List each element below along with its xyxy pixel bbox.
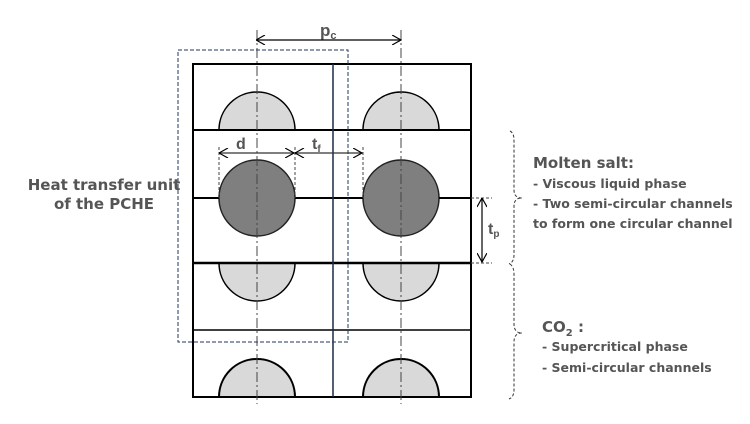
tf-label: tf [312, 136, 321, 155]
tp-label: tp [488, 221, 499, 240]
heat-transfer-unit-box [177, 49, 349, 343]
co2-channel-bottom-row [217, 358, 441, 398]
unit-label-line1: Heat transfer unit [28, 176, 181, 194]
co2-brace [508, 263, 523, 400]
co2-channel-top-row [218, 91, 440, 131]
co2-channel-middle-row [218, 262, 440, 302]
pc-label: pc [320, 21, 337, 42]
co2-line-1: - Supercritical phase [542, 339, 688, 354]
molten-salt-line-1: - Viscous liquid phase [533, 176, 687, 191]
co2-title: CO2 : [542, 318, 584, 339]
molten-salt-title: Molten salt: [533, 154, 634, 172]
d-label: d [236, 136, 246, 153]
molten-salt-brace [508, 130, 523, 265]
co2-line-2: - Semi-circular channels [542, 360, 712, 375]
unit-label-line2: of the PCHE [54, 195, 154, 213]
molten-salt-line-3: to form one circular channel [533, 216, 733, 231]
molten-salt-line-2: - Two semi-circular channels [533, 196, 733, 211]
